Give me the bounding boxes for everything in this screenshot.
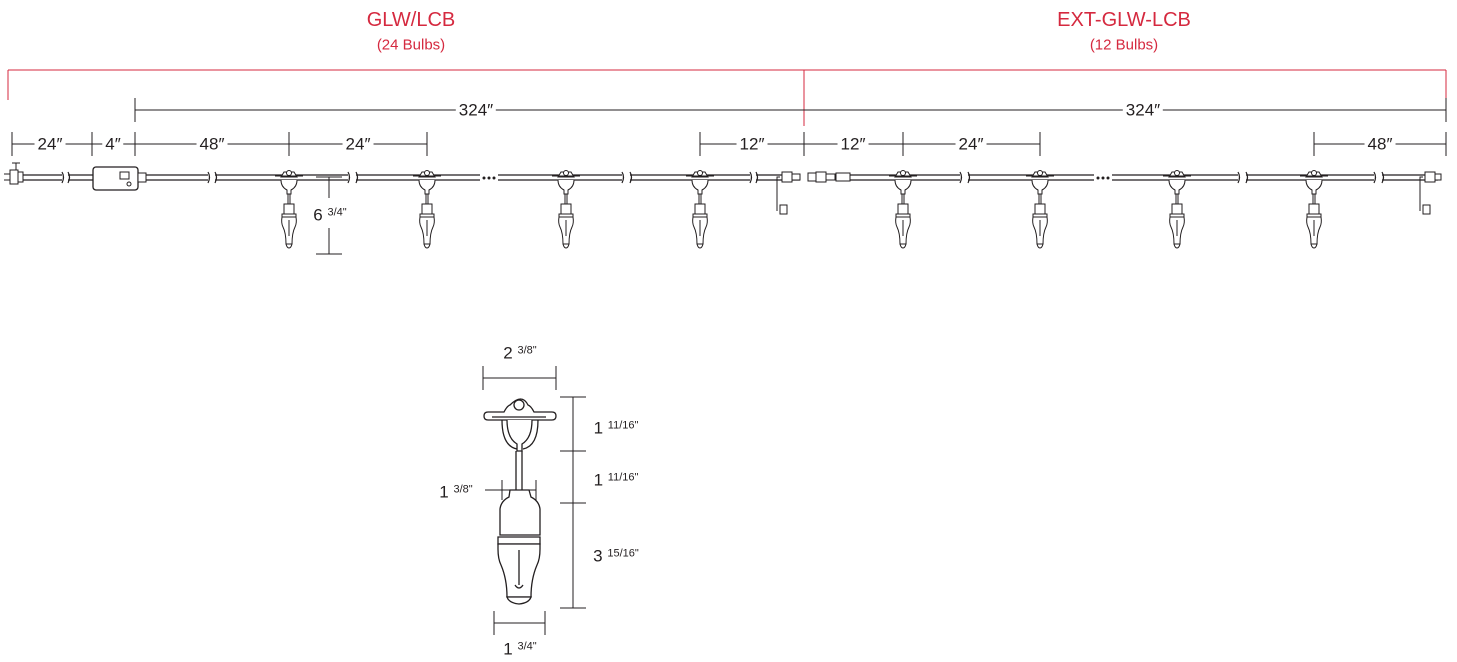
strand-wire (22, 171, 1438, 184)
drop-dimension (316, 176, 342, 255)
pendant-bulb-icon (1163, 170, 1191, 249)
pendant-bulb-icon (1026, 170, 1054, 249)
product-bracket-lines (7, 69, 1447, 126)
end-main-label: 12″ (736, 135, 768, 153)
cord-length-label: 1 11/16" (594, 470, 639, 489)
plug-icon (4, 162, 24, 185)
cord-length-fraction: 11/16" (607, 471, 639, 484)
continuation-dots (482, 176, 1110, 180)
pendant-bulb-icon (552, 170, 580, 249)
socket-width-label: 1 3/8" (439, 482, 472, 501)
product-bulb-count-main: (24 Bulbs) (376, 36, 446, 54)
pendant-bulb-icon (413, 170, 441, 249)
socket-height-fraction: 11/16" (607, 419, 639, 432)
end-cap-ext-icon (1419, 171, 1442, 215)
socket-width-whole: 1 (439, 482, 449, 502)
detail-dimension-lines (482, 366, 586, 635)
bulb-width-label: 1 3/4" (503, 639, 536, 658)
pendant-bulb-icon (275, 170, 303, 249)
bulb-row (275, 170, 1328, 249)
length-label-main: 324″ (455, 101, 497, 119)
overall-length-dimensions (134, 98, 1447, 122)
controller-gap-label: 4″ (102, 135, 124, 153)
product-title-extension: EXT-GLW-LCB (1057, 9, 1191, 31)
socket-height-label: 1 11/16" (594, 418, 639, 437)
product-bulb-count-extension: (12 Bulbs) (1089, 36, 1159, 54)
product-title-main: GLW/LCB (366, 9, 456, 31)
bulb-width-whole: 1 (503, 639, 513, 659)
pendant-bulb-icon (686, 170, 714, 249)
length-label-ext: 324″ (1122, 101, 1164, 119)
bulb-width-fraction: 3/4" (517, 640, 537, 653)
socket-top-width-fraction: 3/8" (517, 344, 537, 357)
start-ext-label: 12″ (837, 135, 869, 153)
bulb-height-label: 3 15/16" (593, 546, 639, 565)
controller-box-icon (92, 166, 147, 191)
drop-length-label: 6 3/4" (313, 205, 346, 224)
pendant-bulb-icon (1300, 170, 1328, 249)
socket-detail-icon (483, 398, 557, 605)
socket-width-fraction: 3/8" (453, 483, 473, 496)
bulb-height-fraction: 15/16" (607, 547, 639, 560)
spacing-main-label: 24″ (342, 135, 374, 153)
cord-length-whole: 1 (593, 470, 604, 490)
plug-lead-label: 24″ (34, 135, 66, 153)
drop-length-fraction: 3/4" (327, 206, 347, 219)
lead-to-first-label: 48″ (196, 135, 228, 153)
socket-top-width-label: 2 3/8" (503, 343, 536, 362)
end-ext-label: 48″ (1364, 135, 1396, 153)
socket-top-width-whole: 2 (503, 343, 513, 363)
end-connector-main-icon (776, 171, 801, 215)
end-connector-ext-icon (807, 171, 851, 183)
socket-height-whole: 1 (593, 418, 604, 438)
bulb-height-whole: 3 (593, 546, 603, 566)
drop-length-whole: 6 (313, 205, 323, 225)
spacing-ext-label: 24″ (955, 135, 987, 153)
pendant-bulb-icon (889, 170, 917, 249)
